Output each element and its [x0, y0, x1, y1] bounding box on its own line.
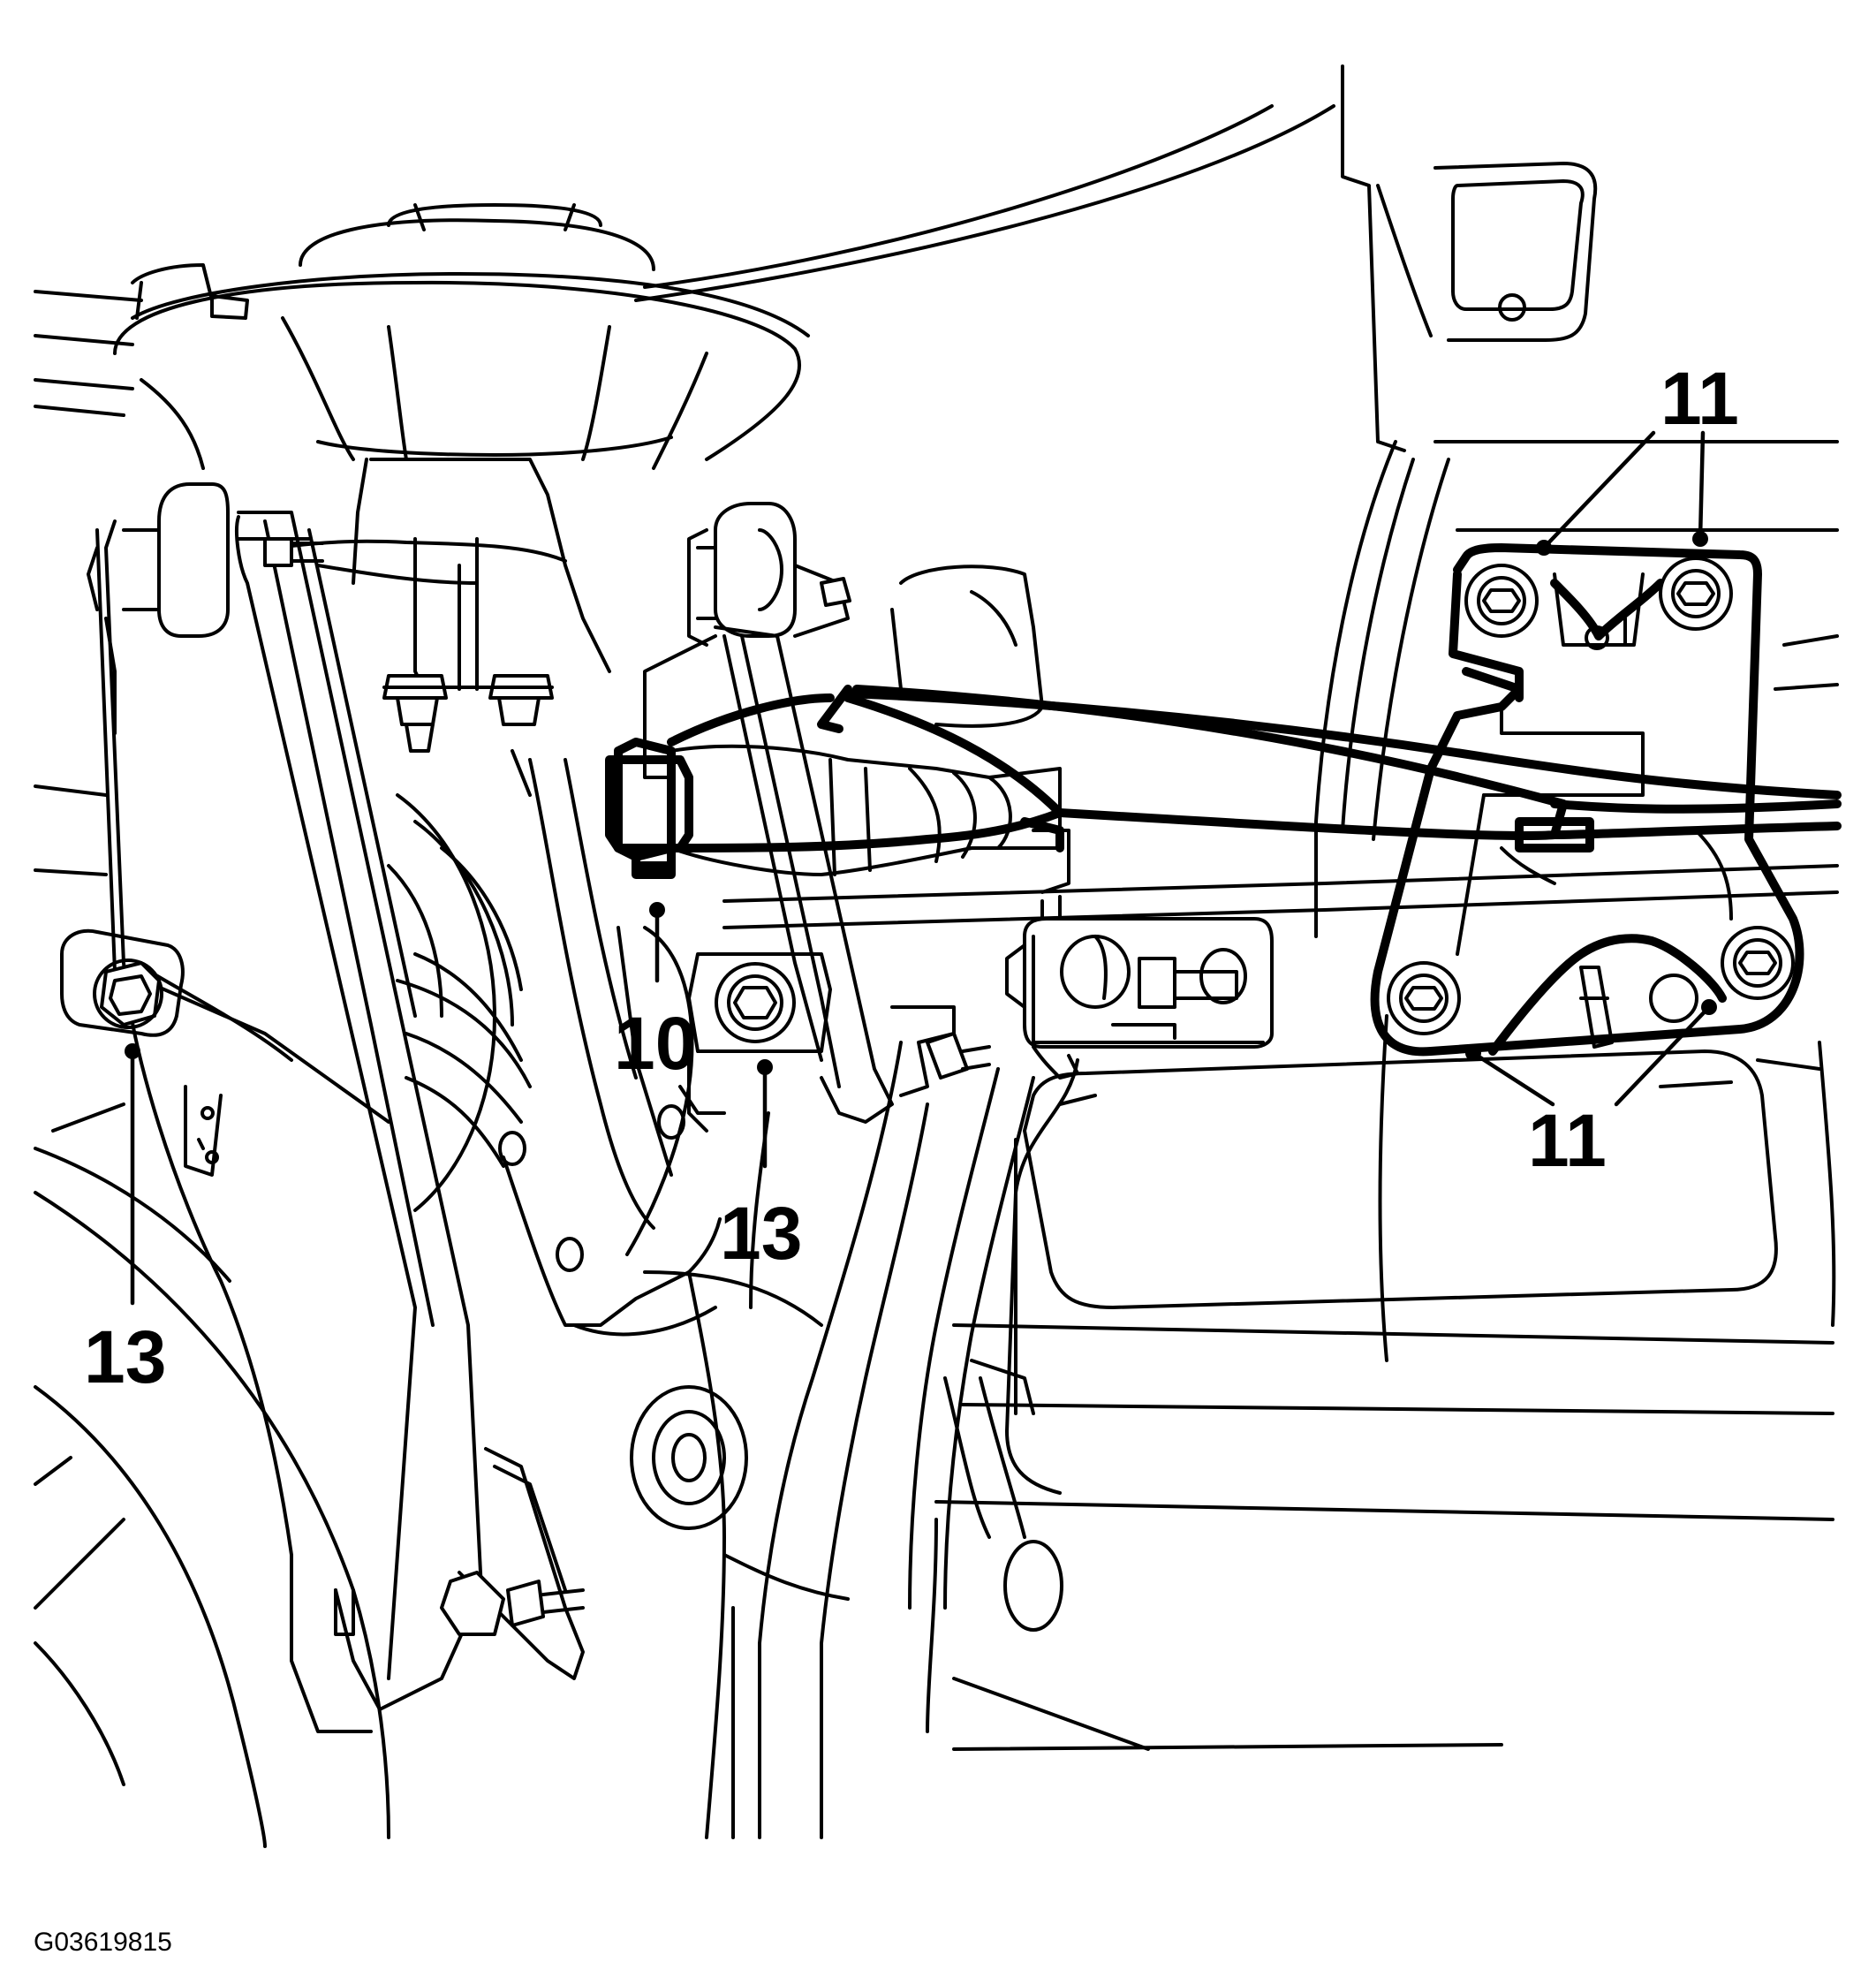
- bolt-11-top-right: [1659, 557, 1733, 631]
- bolt-13-left: [60, 928, 185, 1037]
- sensor-housing: [1005, 895, 1274, 1080]
- body-structure: [34, 64, 1839, 1848]
- callout-11-bottom: 11: [1528, 1099, 1607, 1182]
- bolt-11-bottom-right: [1721, 926, 1795, 1000]
- bolt-11-top-left: [1464, 564, 1539, 638]
- bolt-11-bottom-left: [1387, 961, 1461, 1035]
- trailing-arm: [87, 482, 585, 1733]
- upper-arm: [643, 502, 1035, 1839]
- figure-id: G03619815: [34, 1928, 172, 1957]
- callout-10: 10: [614, 1002, 696, 1085]
- callout-13-left: 13: [84, 1315, 166, 1398]
- callout-11-top: 11: [1660, 357, 1739, 440]
- callout-13-center: 13: [720, 1192, 802, 1275]
- brake-cables: [614, 685, 1842, 879]
- callout-leaders: [125, 430, 1717, 1306]
- bolt-13-center: [678, 952, 832, 1133]
- crossmember-bracket: [1370, 543, 1804, 1057]
- strut-top-mount: [113, 203, 810, 753]
- nut-10: [605, 755, 693, 870]
